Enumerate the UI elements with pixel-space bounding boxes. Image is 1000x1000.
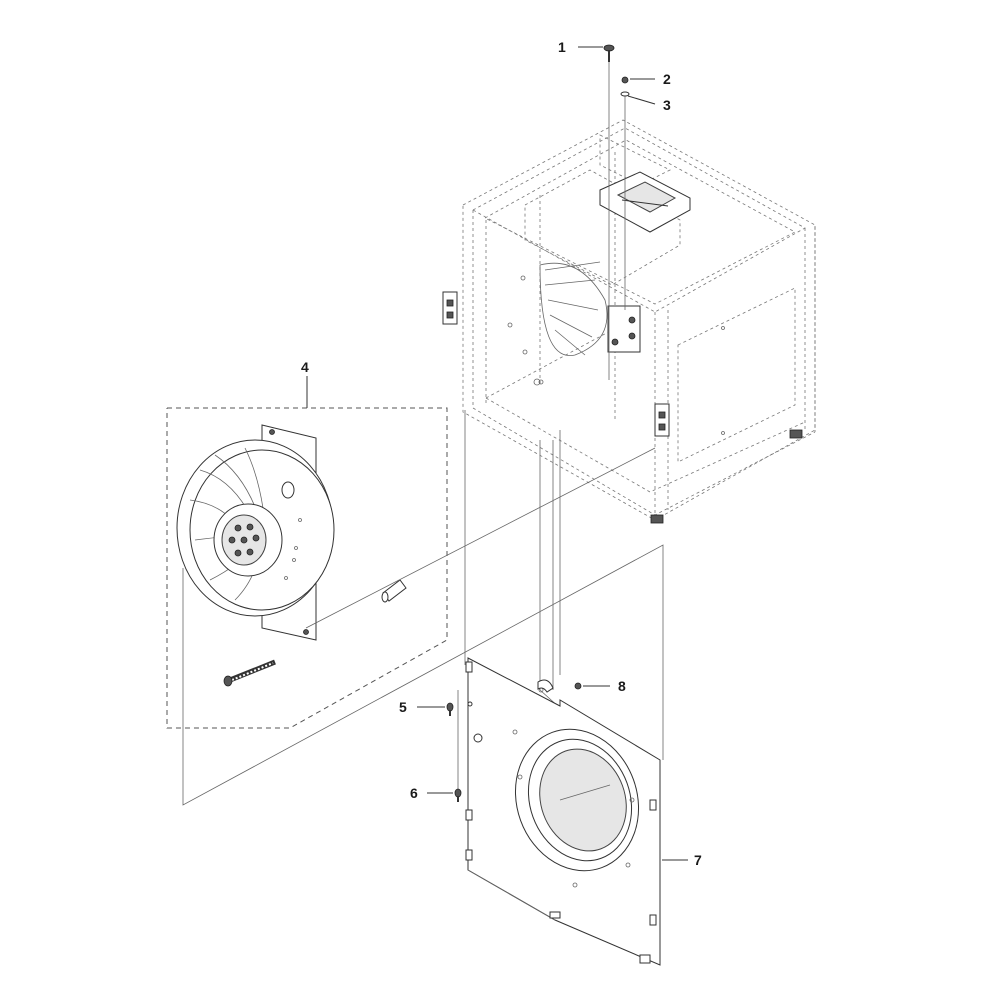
washer-3 [620, 91, 630, 97]
screw-6 [454, 788, 462, 802]
internal-bracket [607, 305, 641, 353]
callout-8: 8 [618, 678, 626, 694]
internal-fan-view [539, 261, 608, 356]
nut-8 [574, 682, 582, 690]
side-latch-left [442, 291, 458, 325]
callout-leaders [306, 46, 688, 861]
screw-2 [621, 76, 629, 84]
fan-bolt [223, 659, 276, 687]
fan-mounting-plate [465, 657, 661, 966]
callout-2: 2 [663, 71, 671, 87]
callout-6: 6 [410, 785, 418, 801]
side-latch-right [654, 403, 670, 437]
cabinet-handle [599, 171, 691, 233]
centrifugal-fan [176, 424, 335, 641]
cabinet-housing [442, 119, 816, 524]
screw-1 [603, 44, 615, 62]
callout-7: 7 [694, 852, 702, 868]
assembly-guide-lines [182, 55, 664, 806]
fan-spacer [381, 579, 407, 603]
hub-holes [228, 523, 260, 557]
callout-3: 3 [663, 97, 671, 113]
callout-5: 5 [399, 699, 407, 715]
fan-assembly-boundary [166, 407, 448, 729]
callout-4: 4 [301, 359, 309, 375]
callout-1: 1 [558, 39, 566, 55]
screw-5 [446, 702, 454, 716]
